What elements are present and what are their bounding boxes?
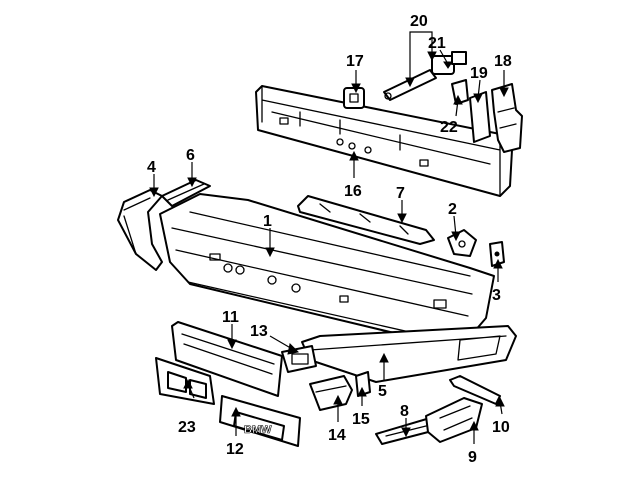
callout-labels: 1 2 3 4 5 6 7 8 9 10 11 12 13 14 15 16 1… (147, 13, 512, 466)
part-18-bracket (491, 83, 523, 153)
callout-21: 21 (428, 35, 446, 52)
callout-20: 20 (410, 13, 428, 30)
callout-12: 12 (226, 441, 244, 458)
part-3-retainer (489, 241, 505, 267)
callout-18: 18 (494, 53, 512, 70)
part-12-lower-plate: BMW (219, 395, 301, 447)
part-4-left-end-cap (117, 189, 163, 271)
callout-16: 16 (344, 183, 362, 200)
callout-5: 5 (378, 383, 387, 400)
callout-22: 22 (440, 119, 458, 136)
part-15-mounting-clip (355, 371, 371, 397)
callout-7: 7 (396, 185, 405, 202)
callout-15: 15 (352, 411, 370, 428)
part-16-reinforcement-bar (255, 85, 513, 197)
callout-6: 6 (186, 147, 195, 164)
callout-23: 23 (178, 419, 196, 436)
part-10-lower-strip (449, 375, 501, 405)
callout-1: 1 (263, 213, 272, 230)
part-5-lower-trim (301, 325, 517, 383)
callout-19: 19 (470, 65, 488, 82)
callout-3: 3 (492, 287, 501, 304)
part-19-bracket (469, 91, 491, 143)
callout-2: 2 (448, 201, 457, 218)
part-2-corner-bracket (447, 229, 477, 257)
callout-4: 4 (147, 159, 156, 176)
arrowheads (149, 51, 509, 438)
part-13-plate-light (281, 345, 317, 373)
part-17-clip (343, 87, 365, 109)
part-14-grille-insert (309, 375, 353, 411)
part-6-left-side-trim (161, 179, 211, 207)
emblem-text: BMW (244, 424, 272, 436)
part-22-bracket (451, 79, 469, 105)
callout-13: 13 (250, 323, 268, 340)
callout-10: 10 (492, 419, 510, 436)
callout-17: 17 (346, 53, 364, 70)
part-7-center-bracket (297, 195, 435, 245)
callout-8: 8 (400, 403, 409, 420)
part-11-license-plate-holder (171, 321, 283, 397)
callout-14: 14 (328, 427, 346, 444)
callout-9: 9 (468, 449, 477, 466)
callout-11: 11 (222, 309, 239, 326)
